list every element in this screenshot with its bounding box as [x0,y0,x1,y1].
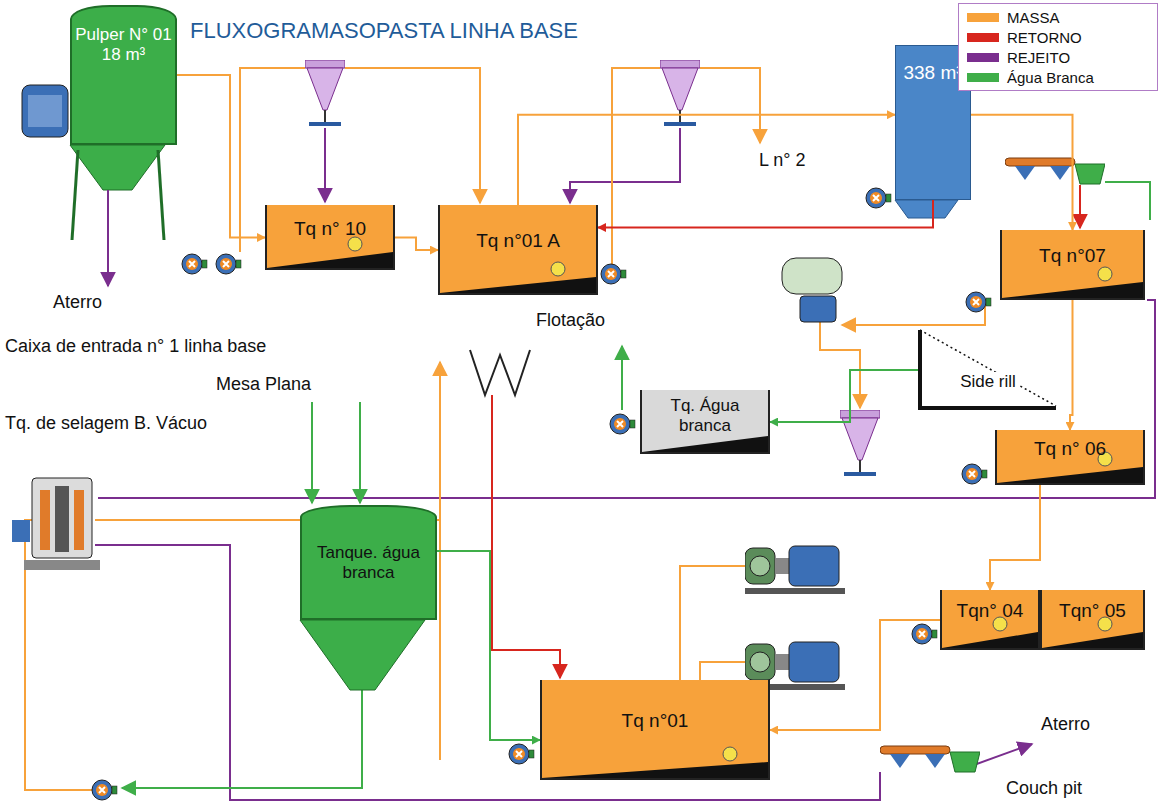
stock-tank: Tqn° 04 [940,590,1040,650]
legend-swatch [967,13,999,22]
water-tank-cone [300,620,425,690]
pump-symbol [966,292,991,312]
plant-label: Mesa Plana [215,374,312,395]
pulper-vessel: Pulper N° 01 18 m³ [70,5,177,145]
plant-label: Aterro [52,292,103,313]
cleaner-symbol [660,60,700,126]
pipe-connector [1070,300,1073,430]
plant-label: Aterro [1040,714,1091,735]
node-label: Tqn° 04 [957,600,1024,622]
diagram-title: FLUXOGRAMASOPASTA LINHA BASE [190,18,578,44]
pipe-connector [770,370,918,422]
stock-tank: Tq n°01 A [438,205,598,295]
pipe-connector [395,238,438,251]
legend-text: Água Branca [1007,69,1094,86]
side-hill-screen: Side rill [918,330,1058,410]
plant-label: L n° 2 [758,150,807,171]
flotation-cell [470,350,530,395]
legend-swatch [967,53,999,62]
pipes-agua-branca [122,182,1150,788]
node-label: Tq n° 06 [1034,438,1106,460]
node-label: Side rill [958,372,1018,392]
stock-tank: Tqn° 05 [1040,590,1145,650]
pressure-screen [12,478,100,570]
legend-box: MASSA RETORNO REJEITO Água Branca [958,3,1158,91]
stock-tank: Tq n° 06 [995,430,1145,485]
plant-label: Tq. de selagem B. Vácuo [4,413,208,434]
pump-symbol [216,254,241,274]
node-label: Tq n°01 A [476,230,560,252]
pump-symbol [962,464,987,484]
node-label: Tqn° 05 [1059,600,1126,622]
node-label: Tq n° 10 [294,218,366,240]
silo-cone [895,200,958,218]
white-water-tank: Tanque. água branca [300,505,437,620]
plant-label: Couch pit [1005,778,1083,799]
pipe-connector [971,115,1073,230]
screen-conveyor [1005,158,1105,184]
pump-symbol [601,264,626,284]
pump-symbol [912,624,937,644]
pipe-connector [770,620,940,730]
pump-symbol [182,254,207,274]
node-label: Pulper N° 01 18 m³ [72,25,175,64]
node-label: Tq n°07 [1039,245,1106,267]
cleaner-symbol [840,410,880,476]
node-label: Tq. Água branca [648,396,762,435]
pipe-connector [437,551,540,740]
refiner-symbol [745,546,845,594]
screen-outline [918,330,1058,410]
pump-symbol [509,744,534,764]
legend-row: MASSA [967,7,1060,27]
stock-tank: Tq n° 10 [265,205,395,270]
cleaner-symbol [305,60,345,126]
pipe-connector [598,200,933,228]
stock-tank: Tq n°01 [540,680,770,780]
legend-swatch [967,33,999,42]
pulper-cone [70,145,165,240]
pipe-connector [177,75,265,238]
pulper-motor [22,85,68,137]
legend-text: REJEITO [1007,49,1070,66]
pump-symbol [92,780,117,800]
legend-row: REJEITO [967,47,1070,67]
legend-text: MASSA [1007,9,1060,26]
plant-label: Flotação [535,310,606,331]
pump-symbol [610,414,635,434]
stock-tank: Tq n°07 [1000,230,1145,300]
legend-row: RETORNO [967,27,1082,47]
couch-pit-conveyor [880,746,980,772]
node-label: Tq n°01 [622,710,689,732]
node-label: Tanque. água branca [302,543,435,582]
pipe-connector [990,485,1040,590]
deflaker [782,258,842,322]
pipe-connector [518,115,895,205]
pipes-rejeito [95,128,1155,800]
legend-row: Água Branca [967,67,1094,87]
plant-label: Caixa de entrada n° 1 linha base [4,336,267,357]
legend-text: RETORNO [1007,29,1082,46]
white-water-tank: Tq. Água branca [640,390,770,454]
legend-swatch [967,73,999,82]
node-label: 338 m³ [903,62,962,84]
pump-symbol [866,188,891,208]
